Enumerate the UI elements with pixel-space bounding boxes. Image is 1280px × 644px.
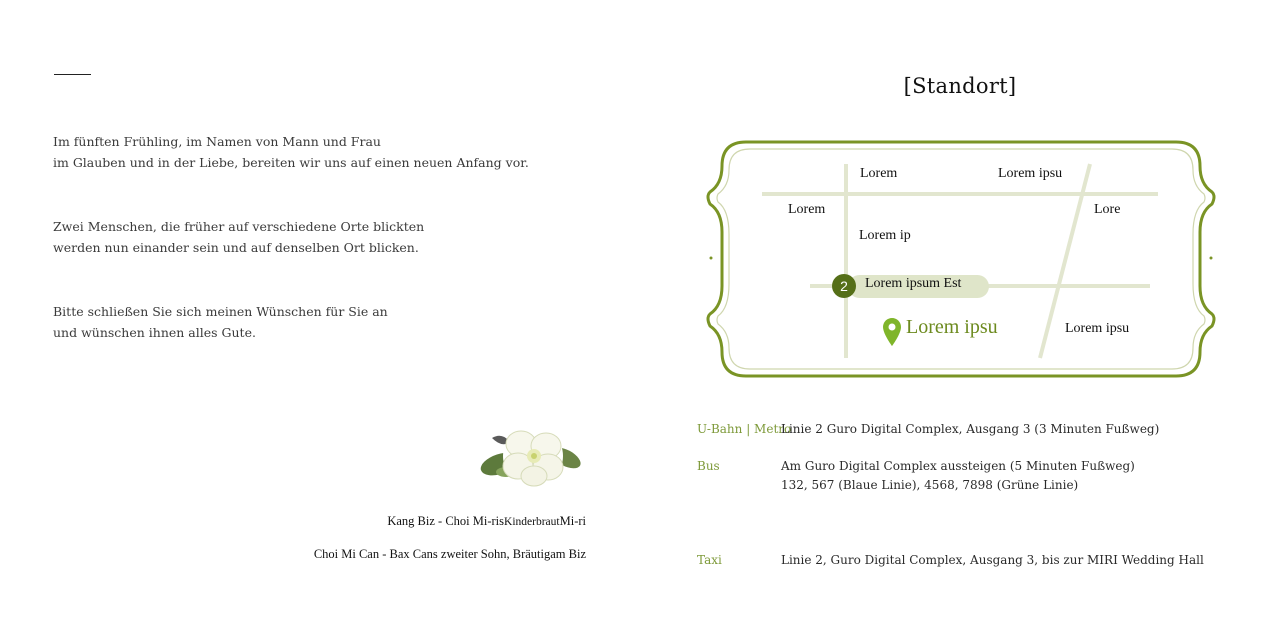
map-label: Lorem — [788, 202, 826, 217]
bride-role: Kinderbraut — [504, 516, 560, 528]
transit-line: 132, 567 (Blaue Linie), 4568, 7898 (Grün… — [781, 478, 1079, 492]
map-frame-inner — [716, 148, 1206, 370]
flower-illustration — [480, 426, 581, 487]
bride-parents: Kang Biz - Choi Mi-ris — [387, 514, 505, 528]
transit-label-metro: U-Bahn | Metro — [697, 422, 792, 436]
transit-text-bus: Am Guro Digital Complex aussteigen (5 Mi… — [781, 457, 1135, 495]
invitation-panel: Im fünften Frühling, im Namen von Mann u… — [53, 74, 586, 561]
road-diagonal — [1038, 163, 1092, 359]
greeting-line: werden nun einander sein und auf denselb… — [53, 240, 419, 255]
bride-family-line: Kang Biz - Choi Mi-risKinderbrautMi-ri — [387, 514, 586, 529]
map-label: Lorem ipsu — [1065, 321, 1130, 336]
route-highlight — [848, 275, 989, 298]
map-frame-outer — [706, 140, 1216, 378]
groom-family-line: Choi Mi Can - Bax Cans zweiter Sohn, Brä… — [313, 547, 586, 561]
route-number-badge: 2 — [832, 274, 856, 298]
location-panel: [Standort] 2 Lorem Lorem ipsu Lorem Lore… — [640, 0, 1280, 644]
transit-line: Linie 2, Guro Digital Complex, Ausgang 3… — [781, 553, 1204, 567]
greeting-line: im Glauben und in der Liebe, bereiten wi… — [53, 155, 529, 170]
venue-label: Lorem ipsu — [906, 316, 998, 338]
greeting-line: Im fünften Frühling, im Namen von Mann u… — [53, 134, 381, 149]
greeting-line: und wünschen ihnen alles Gute. — [53, 325, 256, 340]
transit-text-taxi: Linie 2, Guro Digital Complex, Ausgang 3… — [781, 551, 1204, 570]
transit-line: Linie 2 Guro Digital Complex, Ausgang 3 … — [781, 422, 1160, 436]
location-map — [706, 140, 1216, 378]
transit-label-taxi: Taxi — [697, 553, 722, 567]
greeting-paragraph-3: Bitte schließen Sie sich meinen Wünschen… — [53, 301, 388, 343]
transit-line: Am Guro Digital Complex aussteigen (5 Mi… — [781, 459, 1135, 473]
greeting-paragraph-1: Im fünften Frühling, im Namen von Mann u… — [53, 131, 529, 173]
map-label: Lorem — [860, 166, 898, 181]
decorative-rule — [54, 74, 91, 75]
map-route-label: Lorem ipsum Est — [865, 276, 962, 291]
bride-name: Mi-ri — [559, 514, 586, 528]
map-label: Lore — [1094, 202, 1121, 217]
greeting-paragraph-2: Zwei Menschen, die früher auf verschiede… — [53, 216, 424, 258]
location-title: [Standort] — [903, 74, 1017, 98]
map-label: Lorem ipsu — [998, 166, 1063, 181]
map-label: Lorem ip — [859, 228, 911, 243]
greeting-line: Bitte schließen Sie sich meinen Wünschen… — [53, 304, 388, 319]
greeting-line: Zwei Menschen, die früher auf verschiede… — [53, 219, 425, 234]
transit-label-bus: Bus — [697, 459, 720, 473]
transit-text-metro: Linie 2 Guro Digital Complex, Ausgang 3 … — [781, 420, 1159, 439]
location-pin-icon — [883, 318, 901, 346]
